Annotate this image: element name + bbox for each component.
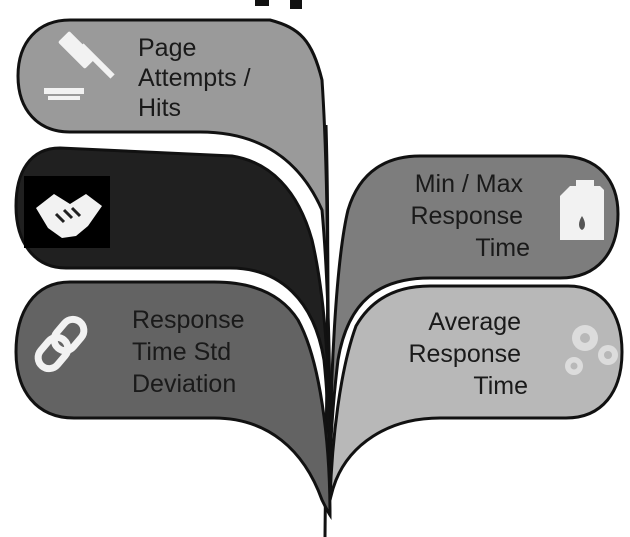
leaf-min-max-response: [328, 154, 620, 481]
min-max-line-2: Response: [410, 202, 523, 230]
gavel-icon: [44, 31, 115, 100]
leaf-page-attempts: [16, 18, 332, 471]
leaf-average-response-text: Average Response Time: [408, 308, 528, 400]
leaf-page-attempts-text: Page Attempts / Hits: [138, 34, 258, 122]
page-attempts-line-3: Hits: [138, 94, 181, 122]
response-std-line-3: Deviation: [132, 370, 236, 398]
page-attempts-line-1: Page: [138, 34, 196, 62]
page-attempts-line-2: Attempts /: [138, 64, 251, 92]
average-line-2: Response: [408, 340, 521, 368]
cropped-title-fragment: [255, 0, 302, 9]
response-std-line-1: Response: [132, 306, 245, 334]
chain-link-icon: [34, 315, 88, 373]
min-max-line-1: Min / Max: [415, 170, 524, 198]
average-line-1: Average: [428, 308, 521, 336]
handshake-icon: [24, 176, 110, 248]
fuel-can-icon: [560, 180, 604, 240]
gears-icon: [565, 325, 618, 375]
leaf-min-max-response-text: Min / Max Response Time: [410, 170, 530, 262]
leaf-response-time-std: [14, 280, 332, 520]
leaf-response-time-std-text: Response Time Std Deviation: [132, 306, 252, 398]
min-max-line-3: Time: [475, 234, 530, 262]
response-std-line-2: Time Std: [132, 338, 231, 366]
average-line-3: Time: [473, 372, 528, 400]
leaf-average-response: [328, 284, 624, 501]
